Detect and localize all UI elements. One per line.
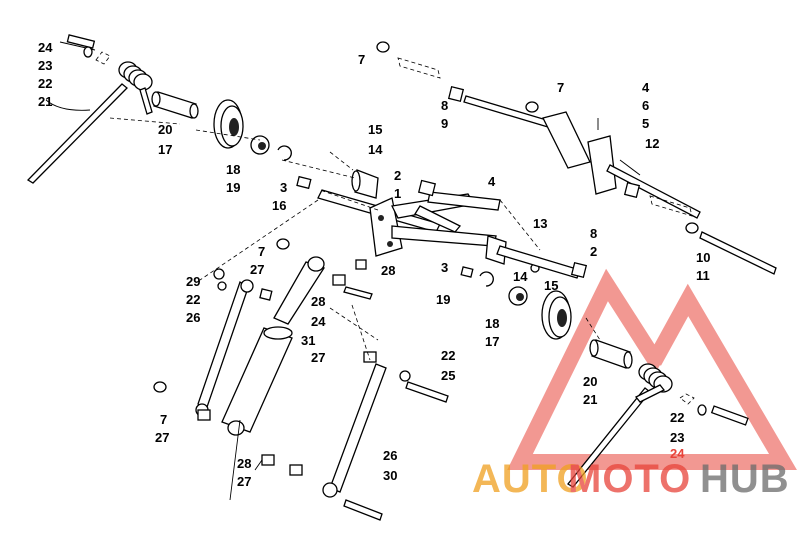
callout-6: 6 (642, 98, 649, 113)
callout-17-b: 17 (485, 334, 499, 349)
callout-14-a: 14 (368, 142, 383, 157)
center-arm-assembly (317, 169, 749, 488)
callout-14-b: 14 (513, 269, 528, 284)
callout-20-a: 20 (158, 122, 172, 137)
callout-17-a: 17 (158, 142, 172, 157)
callout-23-b: 23 (670, 430, 684, 445)
callout-8-a: 8 (441, 98, 448, 113)
callout-11: 11 (696, 268, 710, 283)
watermark-auto: AUTO (472, 457, 589, 501)
callout-26-b: 26 (383, 448, 397, 463)
callout-19-b: 19 (436, 292, 450, 307)
callout-27-a: 27 (250, 262, 264, 277)
leader-lines (45, 99, 641, 501)
callout-7-b: 7 (557, 80, 564, 95)
left-spring-assembly (26, 34, 312, 190)
callout-25: 25 (441, 368, 455, 383)
callout-27-b: 27 (311, 350, 325, 365)
callout-22-a: 22 (38, 76, 52, 91)
callout-21-a: 21 (38, 94, 52, 109)
callout-10: 10 (696, 250, 710, 265)
callout-24-c: 24 (670, 446, 685, 461)
callout-7-d: 7 (160, 412, 167, 427)
callout-30: 30 (383, 468, 397, 483)
callout-22-d: 22 (670, 410, 684, 425)
callout-31: 31 (301, 333, 315, 348)
callout-27-c: 27 (155, 430, 169, 445)
callout-24-b: 24 (311, 314, 326, 329)
callout-28-b: 28 (311, 294, 325, 309)
callout-8-b: 8 (590, 226, 597, 241)
callout-19-a: 19 (226, 180, 240, 195)
callout-28-c: 28 (237, 456, 251, 471)
callout-labels: 24 23 22 21 20 17 18 19 3 16 15 14 2 1 4… (38, 40, 710, 489)
callout-22-b: 22 (186, 292, 200, 307)
callout-1: 1 (394, 186, 401, 201)
callout-4-b: 4 (642, 80, 650, 95)
callout-24-a: 24 (38, 40, 53, 55)
callout-2-a: 2 (394, 168, 401, 183)
callout-29: 29 (186, 274, 200, 289)
watermark-moto: MOTO (568, 457, 691, 501)
callout-20-b: 20 (583, 374, 597, 389)
watermark-text: AUTO MOTO HUB (472, 457, 790, 501)
callout-5: 5 (642, 116, 649, 131)
callout-4-a: 4 (488, 174, 496, 189)
callout-28-a: 28 (381, 263, 395, 278)
callout-26-a: 26 (186, 310, 200, 325)
callout-3-a: 3 (280, 180, 287, 195)
callout-27-d: 27 (237, 474, 251, 489)
callout-18-a: 18 (226, 162, 240, 177)
upper-shafts (376, 41, 777, 275)
shock-and-links (153, 238, 449, 521)
callout-7-c: 7 (258, 244, 265, 259)
callout-7-a: 7 (358, 52, 365, 67)
watermark-hub: HUB (700, 457, 790, 501)
callout-16: 16 (272, 198, 286, 213)
callout-21-b: 21 (583, 392, 597, 407)
callout-15-a: 15 (368, 122, 382, 137)
callout-9: 9 (441, 116, 448, 131)
callout-3-b: 3 (441, 260, 448, 275)
callout-18-b: 18 (485, 316, 499, 331)
callout-22-c: 22 (441, 348, 455, 363)
callout-13: 13 (533, 216, 547, 231)
callout-23-a: 23 (38, 58, 52, 73)
callout-12: 12 (645, 136, 659, 151)
callout-15-b: 15 (544, 278, 558, 293)
callout-2-b: 2 (590, 244, 597, 259)
